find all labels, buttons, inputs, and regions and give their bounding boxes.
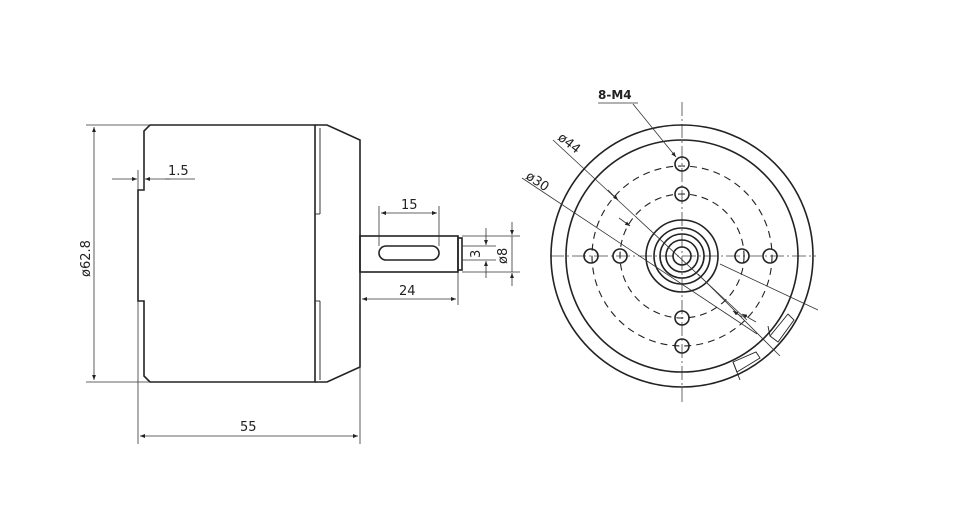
hole-callout-label: 8-M4 <box>598 88 632 102</box>
terminal-marker <box>769 313 795 343</box>
bearing-outer <box>659 233 705 279</box>
motor-shaft <box>359 235 459 273</box>
terminal-marker-tip <box>767 325 771 337</box>
hole-callout-leader <box>632 103 677 158</box>
dim-shaft-length-label: 24 <box>399 284 416 299</box>
mount-hole <box>762 248 778 264</box>
shaft-tip <box>457 237 463 271</box>
pcd-44-label: ø44 <box>555 130 584 157</box>
dim-shaft-dia-label: ø8 <box>496 248 511 264</box>
mount-hole <box>674 186 690 202</box>
mounting-holes <box>583 156 778 354</box>
mount-hole <box>583 248 599 264</box>
hub-outer <box>645 219 719 293</box>
dim-flange-label: 1.5 <box>168 164 189 179</box>
side-view: 1.5 15 24 3 ø8 ø62.8 55 <box>79 124 520 444</box>
mount-hole <box>674 310 690 326</box>
mount-hole <box>734 248 750 264</box>
terminal-marker-tip <box>732 361 741 381</box>
shaft-keyway <box>378 245 440 261</box>
pcd-30-label: ø30 <box>523 169 552 195</box>
motor-body-outline <box>137 124 316 383</box>
mount-hole <box>674 156 690 172</box>
pcd-30-dim-line <box>521 177 758 335</box>
dim-key-length-label: 15 <box>401 198 418 213</box>
front-flange-circle <box>565 139 799 373</box>
pcd-44-dim-line <box>552 139 748 321</box>
shaft-end <box>672 246 692 266</box>
front-outer-circle <box>550 124 814 388</box>
mount-hole <box>674 338 690 354</box>
mount-hole <box>612 248 628 264</box>
pcd-44-circle <box>591 165 773 347</box>
front-view: 8-M4 ø44 ø30 <box>521 88 819 405</box>
dim-body-dia-label: ø62.8 <box>79 240 94 277</box>
pcd-30-circle <box>619 193 745 319</box>
dim-total-length-label: 55 <box>240 420 257 435</box>
terminal-marker <box>732 351 761 373</box>
bearing-inner <box>665 239 699 273</box>
dim-key-width-label: 3 <box>469 250 484 258</box>
motor-front-bell <box>315 124 361 383</box>
